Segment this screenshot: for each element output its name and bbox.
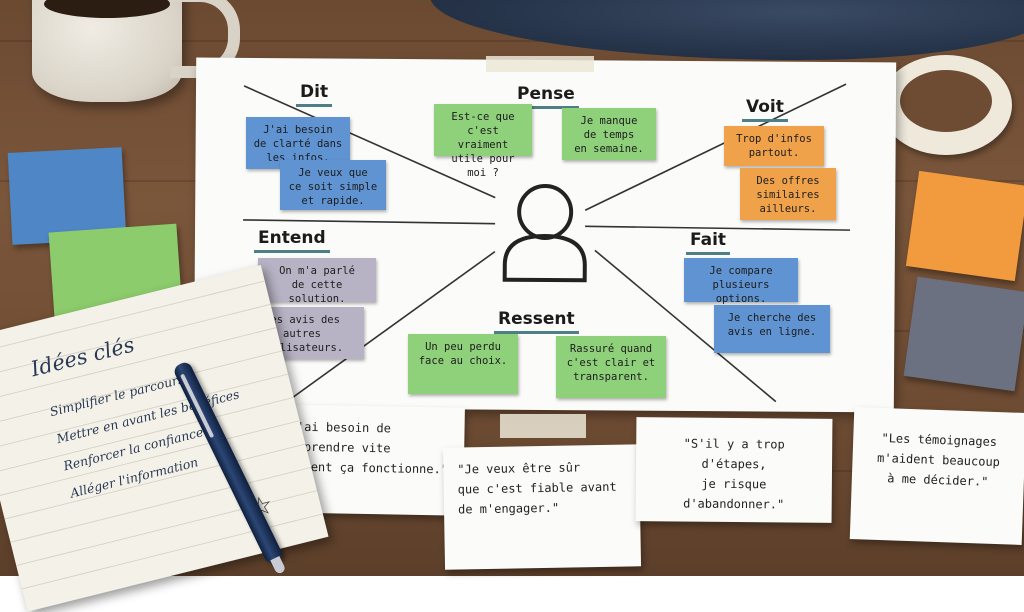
label-voit-text: Voit [746,97,784,117]
label-dit: Dit [296,82,333,107]
label-fait: Fait [686,230,731,255]
note-fait-1: Je compare plusieurs options. [684,258,798,305]
tape-strip-top [486,56,594,72]
tape-strip-bottom [500,414,586,438]
label-ressent-text: Ressent [498,309,575,329]
note-pense-1: Est-ce que c'est vraiment utile pour moi… [434,104,532,179]
person-head [517,184,574,241]
note-entend-1: On m'a parlé de cette solution. [258,258,376,305]
coffee-surface [44,0,170,18]
label-pense-text: Pense [517,84,575,104]
label-fait-text: Fait [690,230,727,250]
label-ressent: Ressent [494,309,579,334]
note-pense-2: Je manque de temps en semaine. [562,108,656,160]
blue-cloth [430,0,1024,60]
grey-sticky-pad [903,276,1024,392]
label-entend: Entend [254,228,330,253]
tape-roll-hole [900,70,992,132]
map-lines [243,83,851,403]
quote-card-3: "S'il y a trop d'étapes, je risque d'aba… [635,417,833,523]
quote-card-4: "Les témoignages m'aident beaucoup à me … [849,407,1024,545]
wood-grain [0,40,1024,42]
label-pense: Pense [513,84,579,109]
note-voit-1: Trop d'infos partout. [724,126,824,166]
quote-card-2: "Je veux être sûr que c'est fiable avant… [442,444,642,570]
note-ressent-2: Rassuré quand c'est clair et transparent… [556,336,666,398]
orange-sticky-pad [905,170,1024,282]
notebook-title: Idées clés [28,332,137,382]
label-entend-text: Entend [258,228,326,248]
label-dit-text: Dit [300,82,329,102]
pen-tip [270,556,287,575]
note-dit-2: Je veux que ce soit simple et rapide. [280,160,386,210]
empathy-map-sheet [193,57,897,413]
note-voit-2: Des offres similaires ailleurs. [740,168,836,220]
note-ressent-1: Un peu perdu face au choix. [408,334,518,394]
note-fait-2: Je cherche des avis en ligne. [714,305,830,353]
person-body [502,233,587,283]
label-voit: Voit [742,97,788,122]
